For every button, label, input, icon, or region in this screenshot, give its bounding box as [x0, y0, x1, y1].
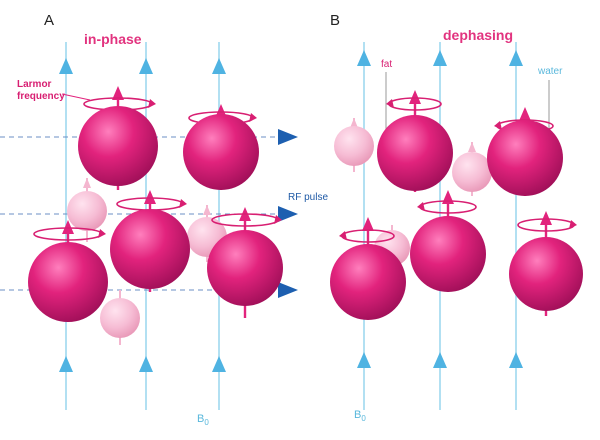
b0-label-a: B0	[197, 413, 209, 427]
proton-faded	[452, 142, 492, 196]
proton	[410, 190, 486, 292]
b0-arrow-icon	[212, 58, 226, 74]
b0-arrow-icon	[509, 352, 523, 368]
panel-b: B dephasing fat water	[330, 12, 583, 423]
b0-arrow-icon	[59, 356, 73, 372]
proton-faded	[67, 178, 107, 242]
b0-arrow-icon	[212, 356, 226, 372]
proton	[487, 107, 563, 196]
b0-label-b: B0	[354, 409, 366, 423]
b0-arrow-icon	[433, 50, 447, 66]
proton	[207, 207, 283, 318]
proton	[330, 217, 406, 320]
panel-a-title: in-phase	[84, 31, 142, 47]
panel-a: A in-phase RF pulse Larmor frequency	[0, 12, 328, 427]
rf-pulse-arrow-icon	[278, 282, 298, 298]
panel-b-letter: B	[330, 12, 340, 29]
b0-arrow-icon	[139, 356, 153, 372]
larmor-label-line2: frequency	[17, 91, 65, 102]
proton	[110, 190, 190, 292]
proton	[78, 86, 158, 190]
b0-arrow-icon	[139, 58, 153, 74]
panel-a-letter: A	[44, 12, 54, 29]
panel-b-title: dephasing	[443, 27, 513, 43]
rf-pulse-label: RF pulse	[288, 192, 328, 203]
water-label: water	[537, 66, 563, 77]
proton	[28, 220, 108, 322]
rf-pulse-arrow-icon	[278, 129, 298, 145]
fat-label: fat	[381, 59, 392, 70]
b0-arrow-icon	[357, 50, 371, 66]
b0-arrow-icon	[509, 50, 523, 66]
proton-faded	[334, 118, 374, 172]
proton	[377, 90, 453, 192]
proton	[509, 211, 583, 316]
larmor-label-line1: Larmor	[17, 79, 52, 90]
b0-arrow-icon	[357, 352, 371, 368]
b0-arrow-icon	[59, 58, 73, 74]
proton-faded	[100, 290, 140, 345]
b0-arrow-icon	[433, 352, 447, 368]
rf-pulse-arrow-icon	[278, 206, 298, 222]
proton	[183, 104, 259, 190]
